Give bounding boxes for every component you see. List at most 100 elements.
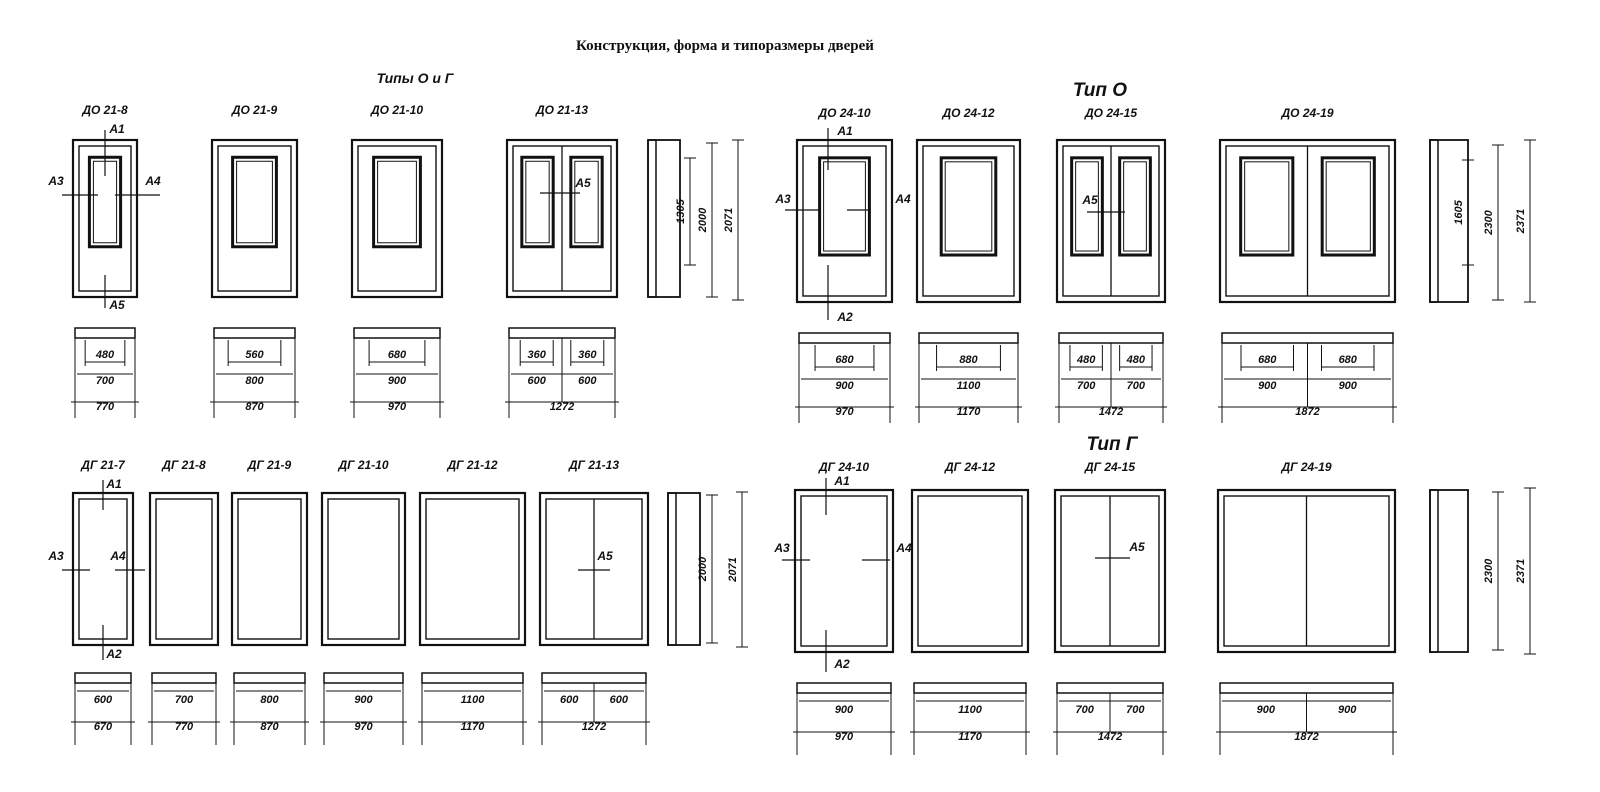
group-heading-type-o: Тип О [1073, 80, 1127, 101]
door-label: ДО 24-19 [1280, 106, 1333, 120]
door-label: ДГ 24-19 [1280, 460, 1331, 474]
plan-frame-strip [541, 672, 647, 684]
door-frame [910, 488, 1030, 654]
door-label: ДО 21-8 [81, 103, 128, 117]
dim-glazing: 880 [959, 354, 978, 366]
door-leaf-outline [357, 145, 437, 292]
dim-glazing: 680 [388, 349, 407, 361]
dim-glazing: 680 [835, 354, 854, 366]
side-dimension: 2371 [1515, 209, 1527, 234]
glazing-inner [236, 160, 273, 244]
section-mark-a1: А1 [833, 474, 850, 488]
door-frame [538, 491, 650, 647]
dim-outer: 970 [354, 721, 373, 733]
plan-frame-strip [1219, 682, 1394, 694]
door-leaf-outline [802, 145, 887, 297]
side-dimension: 2071 [723, 208, 735, 233]
side-jamb [667, 492, 677, 646]
dim-leaf: 600 [528, 375, 547, 387]
door-leaf-outline [155, 498, 213, 640]
door-frame [418, 491, 527, 647]
door-label: ДГ 21-13 [568, 458, 619, 472]
dim-leaf: 800 [260, 694, 279, 706]
door-frame [350, 138, 444, 299]
dim-leaf: 700 [1126, 704, 1145, 716]
glazing-panel [1320, 156, 1376, 257]
dim-leaf: 700 [1077, 380, 1096, 392]
dim-outer: 1472 [1099, 406, 1123, 418]
dim-outer: 970 [835, 406, 854, 418]
dim-leaf: 600 [610, 694, 629, 706]
door-label: ДО 21-9 [231, 103, 278, 117]
door-leaf-outline [237, 498, 302, 640]
dim-glazing: 360 [578, 349, 597, 361]
dim-leaf: 1100 [958, 704, 983, 716]
section-mark-a5: А5 [574, 176, 591, 190]
side-frame [667, 492, 701, 646]
drawing-title: Конструкция, форма и типоразмеры дверей [576, 38, 874, 54]
dim-glazing: 680 [1339, 354, 1358, 366]
glazing-inner [1075, 161, 1099, 252]
plan-frame-strip [421, 672, 524, 684]
dim-leaf: 900 [1257, 704, 1276, 716]
door-leaf-outline [327, 498, 400, 640]
door-label: ДГ 24-12 [944, 460, 995, 474]
door-label: ДО 24-15 [1084, 106, 1137, 120]
section-mark-a2: А2 [105, 647, 122, 661]
side-dimension: 2371 [1515, 559, 1527, 584]
side-dimension: 1305 [675, 198, 687, 223]
door-frame [795, 138, 894, 304]
dim-outer: 1272 [582, 721, 606, 733]
glazing-panel [1239, 156, 1295, 257]
glazing-panel [231, 155, 278, 249]
door-frame [1218, 138, 1397, 304]
plan-frame-strip [353, 327, 441, 339]
dim-outer: 1872 [1295, 406, 1319, 418]
dim-leaf: 900 [388, 375, 407, 387]
glazing-panel [520, 155, 555, 249]
dim-outer: 870 [245, 401, 264, 413]
glazing-panel [939, 156, 998, 257]
door-frame [915, 138, 1022, 304]
door-label: ДГ 21-12 [446, 458, 497, 472]
plan-frame-strip [508, 327, 616, 339]
door-leaf-outline [917, 495, 1023, 647]
section-mark-a5: А5 [108, 298, 125, 312]
door-label: ДГ 21-7 [80, 458, 126, 472]
dim-glazing: 480 [1076, 354, 1096, 366]
dim-outer: 1170 [461, 721, 486, 733]
group-heading-types-o-g: Типы О и Г [377, 70, 455, 86]
plan-frame-strip [74, 327, 136, 339]
section-mark-a1: А1 [108, 122, 125, 136]
glazing-panel [818, 156, 871, 257]
glazing-panel [1070, 156, 1104, 257]
door-frame [148, 491, 220, 647]
dim-outer: 770 [175, 721, 194, 733]
door-leaf-outline [217, 145, 292, 292]
dim-outer: 1472 [1098, 731, 1122, 743]
section-mark-a5: А5 [1081, 193, 1098, 207]
door-leaf-outline [425, 498, 520, 640]
dim-glazing: 480 [1126, 354, 1146, 366]
